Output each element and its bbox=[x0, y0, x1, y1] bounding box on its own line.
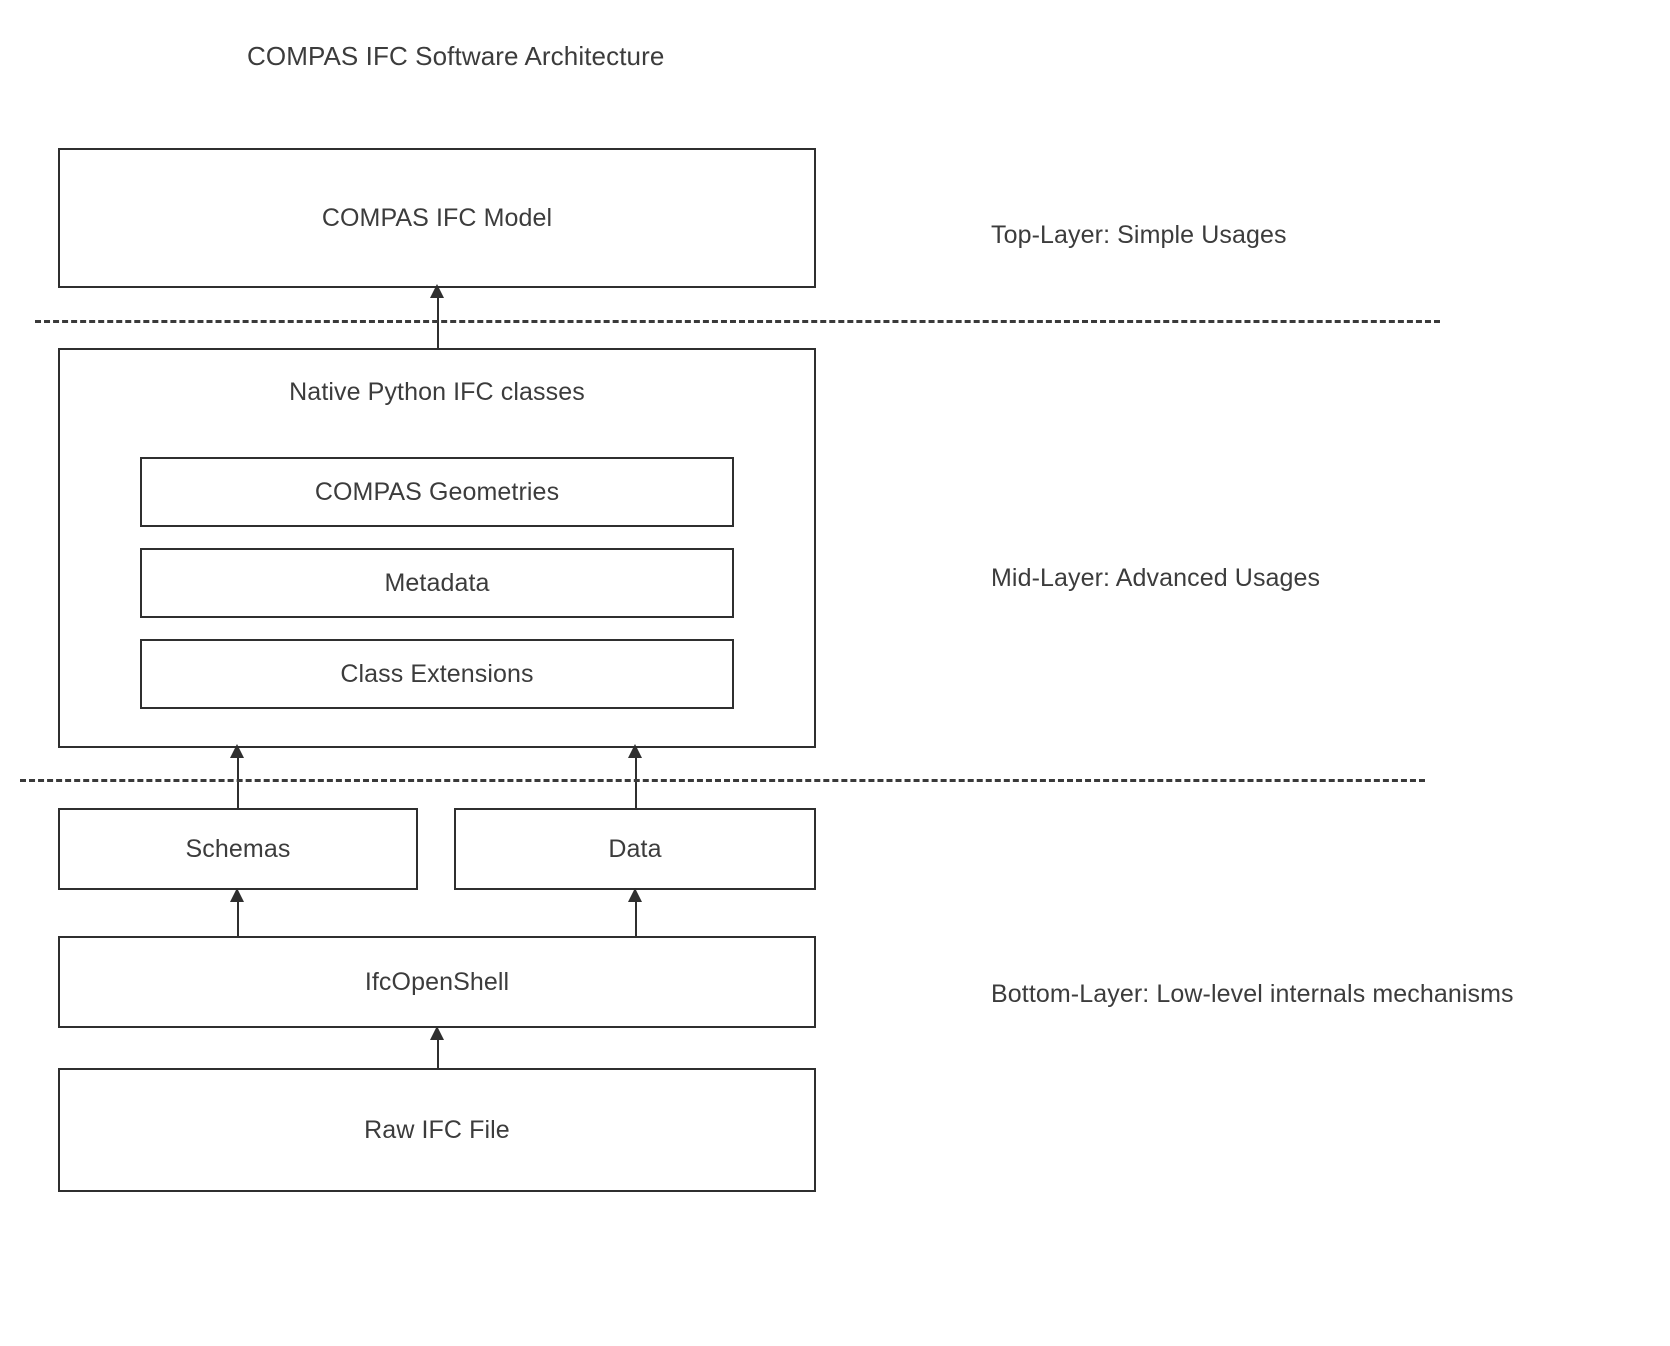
arrow-head-icon bbox=[628, 744, 642, 758]
divider-bottom bbox=[20, 779, 1425, 782]
node-schemas[interactable]: Schemas bbox=[58, 808, 418, 890]
node-raw-ifc-file[interactable]: Raw IFC File bbox=[58, 1068, 816, 1192]
node-label: Metadata bbox=[384, 568, 490, 597]
arrow-head-icon bbox=[430, 284, 444, 298]
node-native-python-ifc-classes[interactable]: Native Python IFC classes COMPAS Geometr… bbox=[58, 348, 816, 748]
page-title: COMPAS IFC Software Architecture bbox=[247, 41, 665, 71]
arrow-shaft bbox=[437, 1035, 439, 1068]
node-class-extensions[interactable]: Class Extensions bbox=[140, 639, 734, 709]
node-label: COMPAS IFC Model bbox=[321, 203, 553, 232]
node-label: Schemas bbox=[185, 834, 291, 863]
group-title: Native Python IFC classes bbox=[289, 378, 585, 406]
arrow-shaft bbox=[237, 897, 239, 936]
arrow-head-icon bbox=[230, 888, 244, 902]
node-data[interactable]: Data bbox=[454, 808, 816, 890]
node-compas-ifc-model[interactable]: COMPAS IFC Model bbox=[58, 148, 816, 288]
layer-label-mid: Mid-Layer: Advanced Usages bbox=[991, 564, 1321, 592]
node-ifcopenshell[interactable]: IfcOpenShell bbox=[58, 936, 816, 1028]
layer-label-bottom: Bottom-Layer: Low-level internals mechan… bbox=[991, 980, 1514, 1008]
arrow-shaft bbox=[635, 897, 637, 936]
node-label: COMPAS Geometries bbox=[314, 477, 560, 506]
node-metadata[interactable]: Metadata bbox=[140, 548, 734, 618]
node-label: IfcOpenShell bbox=[364, 967, 510, 996]
node-label: Data bbox=[608, 834, 662, 863]
node-label: Class Extensions bbox=[340, 659, 534, 688]
arrow-head-icon bbox=[230, 744, 244, 758]
arrow-head-icon bbox=[430, 1026, 444, 1040]
layer-label-top: Top-Layer: Simple Usages bbox=[991, 221, 1287, 249]
node-label: Raw IFC File bbox=[364, 1115, 510, 1144]
arrow-head-icon bbox=[628, 888, 642, 902]
node-compas-geometries[interactable]: COMPAS Geometries bbox=[140, 457, 734, 527]
divider-top bbox=[35, 320, 1440, 323]
